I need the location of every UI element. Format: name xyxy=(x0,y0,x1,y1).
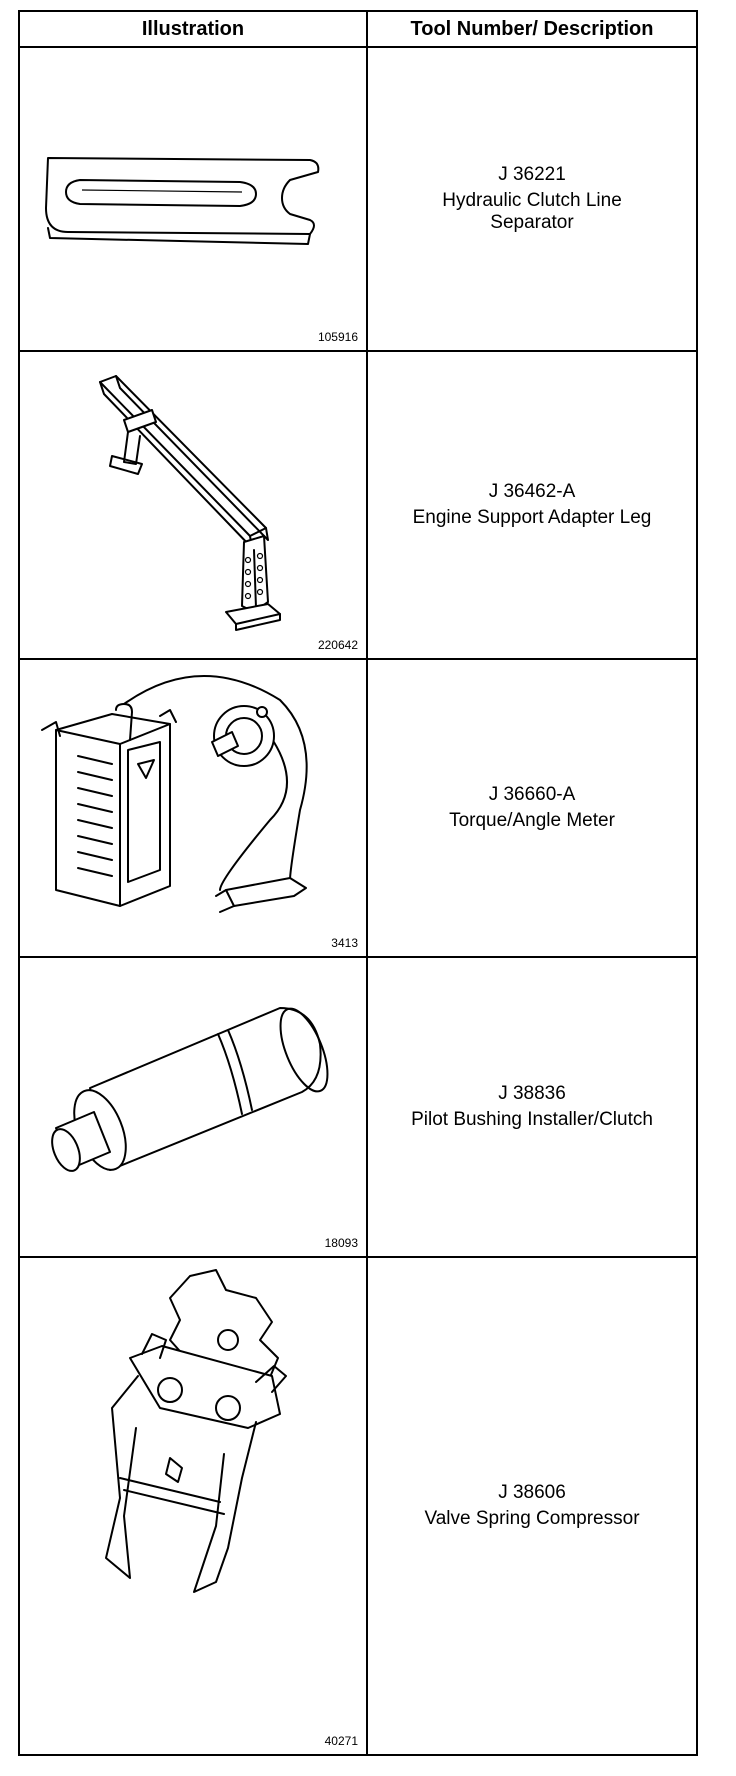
header-tool-number: Tool Number/ Description xyxy=(410,18,654,40)
tool-cell: J 36221 Hydraulic Clutch Line Separator xyxy=(368,48,696,350)
spring-compressor-icon xyxy=(105,1269,287,1593)
tool-description: Engine Support Adapter Leg xyxy=(412,507,652,528)
header-illustration: Illustration xyxy=(141,18,245,40)
table-header: Illustration Tool Number/ Description xyxy=(20,12,696,48)
table-row: 40271 J 38606 Valve Spring Compressor xyxy=(20,1258,696,1754)
tool-cell: J 36660-A Torque/Angle Meter xyxy=(368,660,696,956)
torque-meter-icon xyxy=(41,675,308,913)
table-row: 220642 J 36462-A Engine Support Adapter … xyxy=(20,352,696,660)
figure-number: 40271 xyxy=(324,1734,358,1748)
illustration-cell: 105916 xyxy=(20,48,366,350)
tool-cell: J 38836 Pilot Bushing Installer/Clutch xyxy=(368,958,696,1256)
tool-number: J 36462-A xyxy=(488,481,576,502)
table-row: 105916 J 36221 Hydraulic Clutch Line Sep… xyxy=(20,48,696,352)
table-row: 3413 J 36660-A Torque/Angle Meter xyxy=(20,660,696,958)
figure-number: 105916 xyxy=(317,330,358,344)
tool-description: Hydraulic Clutch Line Separator xyxy=(442,190,622,233)
table-row: 18093 J 38836 Pilot Bushing Installer/Cl… xyxy=(20,958,696,1258)
tool-number: J 36660-A xyxy=(488,784,576,805)
tool-number: J 38836 xyxy=(498,1083,566,1104)
illustration-cell: 18093 xyxy=(20,958,366,1256)
figure-number: 3413 xyxy=(331,936,358,950)
tool-number: J 38606 xyxy=(498,1482,566,1503)
column-divider xyxy=(366,12,368,1754)
separator-plate-icon xyxy=(45,157,320,245)
adapter-leg-icon xyxy=(99,375,281,631)
tool-cell: J 36462-A Engine Support Adapter Leg xyxy=(368,352,696,658)
bushing-installer-icon xyxy=(51,1007,329,1172)
figure-number: 220642 xyxy=(317,638,358,652)
tool-description: Torque/Angle Meter xyxy=(449,810,615,831)
tool-cell: J 38606 Valve Spring Compressor xyxy=(368,1258,696,1754)
illustration-cell: 40271 xyxy=(20,1258,366,1754)
illustration-cell: 3413 xyxy=(20,660,366,956)
figure-number: 18093 xyxy=(324,1236,358,1250)
tool-description: Valve Spring Compressor xyxy=(424,1508,640,1529)
tool-description: Pilot Bushing Installer/Clutch xyxy=(411,1109,653,1130)
tool-table: Illustration Tool Number/ Description 10… xyxy=(18,10,698,1756)
illustration-cell: 220642 xyxy=(20,352,366,658)
tool-number: J 36221 xyxy=(498,164,566,185)
